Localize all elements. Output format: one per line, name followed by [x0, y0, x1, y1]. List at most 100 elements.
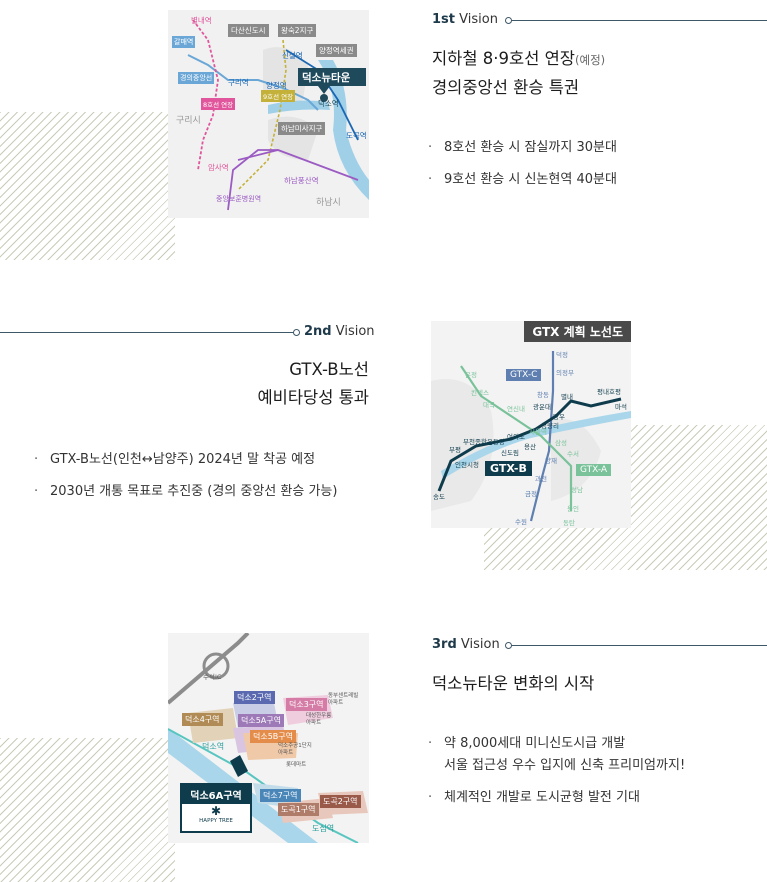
station-label: 별내	[561, 393, 573, 401]
map-label: 롯데마트	[286, 762, 307, 768]
list-item-text: 서울 접근성 우수 입지에 신축 프리미엄까지!	[444, 758, 686, 773]
vision-divider-dot	[293, 329, 300, 336]
vision-word: Vision	[335, 324, 375, 339]
list-item: ·체계적인 개발로 도시균형 발전 기대	[428, 790, 640, 805]
list-item-text: 8호선 환승 시 잠실까지 30분대	[444, 140, 617, 155]
map-label: 덕소역	[318, 99, 339, 108]
list-item-text: 9호선 환승 시 신논현역 40분대	[444, 172, 617, 187]
list-item-text: 체계적인 개발로 도시균형 발전 기대	[444, 790, 640, 805]
station-label: 부천종합운동장	[463, 438, 505, 446]
list-item: ·8호선 환승 시 잠실까지 30분대	[428, 140, 617, 155]
list-item: ·9호선 환승 시 신논현역 40분대	[428, 172, 617, 187]
station-label: 덕소역	[202, 742, 225, 751]
map-label: 구리시	[176, 116, 201, 126]
subway-extension-map: 별내역 다산신도시 왕숙2지구 양정역세권 갈매역 신설역 경의중앙선 구리역 …	[168, 10, 369, 218]
brand-label: HAPPY TREE	[199, 818, 233, 824]
list-item-text: GTX-B노선(인천↔남양주) 2024년 말 착공 예정	[50, 452, 316, 467]
map-label: 수석IC	[203, 673, 222, 681]
station-label: 의정부	[556, 369, 574, 377]
vision-word: Vision	[459, 12, 498, 27]
station-label: 광운대	[533, 403, 551, 411]
station-label: 신도림	[501, 449, 519, 457]
map-header: GTX 계획 노선도	[524, 321, 631, 342]
station-label: 대곡	[483, 401, 495, 409]
list-item: ·약 8,000세대 미니신도시급 개발 서울 접근성 우수 입지에 신축 프리…	[428, 736, 686, 773]
list-item: ·2030년 개통 목표로 추진중 (경의 중앙선 환승 가능)	[34, 484, 338, 499]
station-label: 수원	[515, 518, 527, 526]
vision-divider	[509, 20, 767, 21]
station-label: 덕정	[556, 351, 568, 359]
map-label: 별내역	[191, 16, 212, 25]
vision-label-3: 3rd Vision	[432, 637, 500, 652]
gtx-a-label: GTX-A	[576, 464, 612, 476]
vision-label-1: 1st Vision	[432, 12, 498, 27]
zone-6a-callout: 덕소6A구역 ✱ HAPPY TREE	[180, 783, 252, 833]
zone-label: 덕소6A구역	[182, 785, 250, 804]
zone-label: 도곡2구역	[320, 795, 361, 808]
station-label: 수서	[567, 450, 579, 458]
station-label: 망우	[553, 413, 565, 421]
map-label: 왕숙2지구	[278, 24, 317, 37]
station-label: 성남	[571, 486, 583, 494]
decorative-hatch	[0, 112, 175, 260]
station-label: 과천	[535, 475, 547, 483]
map-label: 다산신도시	[228, 24, 269, 37]
title-line: 경의중앙선 환승 특권	[432, 78, 580, 97]
station-label: 연신내	[507, 405, 525, 413]
station-label: 운정	[465, 371, 477, 379]
station-label: 킨텍스	[471, 389, 489, 397]
station-label: 도심역	[312, 824, 335, 833]
zone-label: 덕소4구역	[182, 713, 223, 726]
title-line: 덕소뉴타운 변화의 시작	[432, 674, 595, 693]
map-label: 대성한우릉 아파트	[306, 713, 332, 726]
map-label: 양정역세권	[316, 44, 357, 57]
vision-divider-dot	[505, 642, 512, 649]
station-label: 용인	[567, 505, 579, 513]
decorative-hatch	[0, 738, 175, 882]
title-note: (예정)	[575, 53, 606, 67]
zone-label: 덕소5B구역	[250, 730, 297, 743]
station-label: 서울역	[529, 428, 547, 436]
vision-divider	[0, 332, 296, 333]
map-label: 신설역	[282, 51, 303, 60]
gtx-route-map: GTX 계획 노선도 GTX-C GTX-B GTX-A 덕정 의정부 창동 광…	[431, 321, 631, 528]
map-label: 양정역	[266, 81, 287, 90]
map-label: 중앙보훈병원역	[216, 195, 262, 203]
section2-title: GTX-B노선 예비타당성 통과	[257, 356, 369, 412]
map-label: 경의중앙선	[178, 72, 215, 84]
title-line: 예비타당성 통과	[257, 388, 369, 407]
station-label: 여의도	[507, 433, 525, 441]
zone-label: 덕소7구역	[260, 789, 301, 802]
station-label: 금정	[525, 490, 537, 498]
station-label: 청량리	[541, 422, 559, 430]
map-label: 도곡역	[346, 131, 367, 140]
redevelopment-zone-map: 수석IC 덕소2구역 덕소3구역 덕소4구역 덕소5A구역 덕소5B구역 동부센…	[168, 633, 369, 843]
station-label: 인천시청	[455, 461, 479, 469]
map-label: 구리역	[228, 78, 249, 87]
list-item-text: 약 8,000세대 미니신도시급 개발	[444, 736, 626, 751]
station-label: 송도	[433, 493, 445, 501]
station-label: 삼성	[555, 439, 567, 447]
map-label: 암사역	[208, 163, 229, 172]
vision-number: 1st	[432, 12, 455, 27]
station-label: 창동	[537, 391, 549, 399]
vision-number: 2nd	[304, 324, 332, 339]
map-label: 하남미사지구	[278, 122, 326, 135]
gtx-b-label: GTX-B	[485, 461, 532, 476]
map-label: 하남시	[316, 198, 341, 208]
gtx-c-label: GTX-C	[506, 369, 542, 381]
zone-label: 덕소2구역	[234, 691, 275, 704]
map-label: 동부센트레빌 아파트	[328, 693, 359, 706]
title-line: 지하철 8·9호선 연장	[432, 49, 575, 68]
vision-divider	[509, 645, 767, 646]
station-label: 부평	[449, 446, 461, 454]
title-line: GTX-B노선	[289, 360, 369, 379]
station-label: 양재	[545, 457, 557, 465]
map-label: 8호선 연장	[201, 98, 236, 110]
station-label: 마석	[615, 403, 627, 411]
zone-label: 덕소3구역	[286, 698, 327, 711]
zone-label: 도곡1구역	[278, 803, 319, 816]
happy-tree-icon: ✱	[210, 804, 222, 818]
vision-number: 3rd	[432, 637, 457, 652]
list-item-text: 2030년 개통 목표로 추진중 (경의 중앙선 환승 가능)	[50, 484, 338, 499]
